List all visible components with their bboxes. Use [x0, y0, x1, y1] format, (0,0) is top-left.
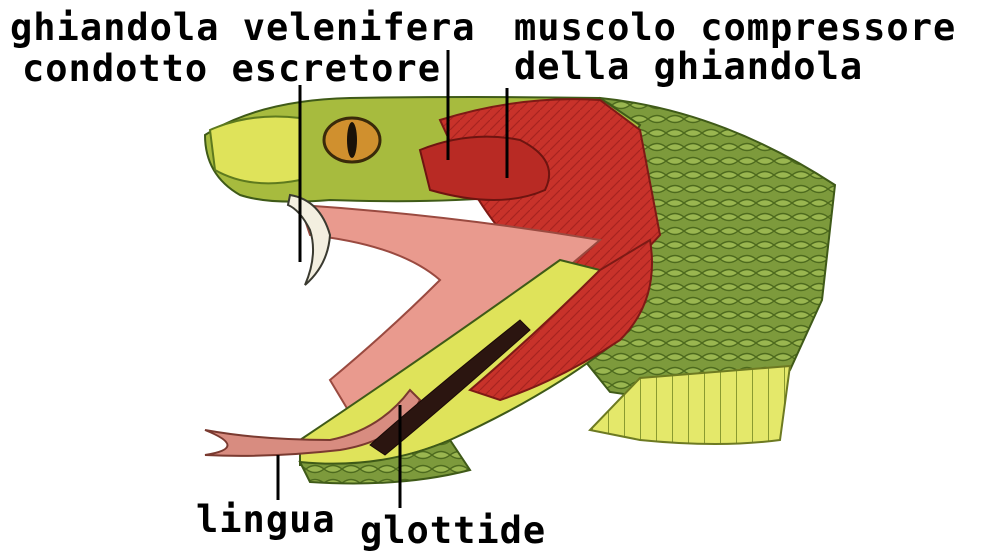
- label-compressor-muscle-line2: della ghiandola: [514, 48, 863, 85]
- venom-gland: [420, 137, 549, 200]
- label-excretory-duct: condotto escretore: [22, 50, 441, 87]
- label-tongue: lingua: [196, 501, 336, 538]
- label-glottis: glottide: [360, 512, 546, 549]
- eye-pupil: [347, 122, 357, 158]
- label-compressor-muscle-line1: muscolo compressore: [514, 9, 956, 46]
- snout-scales: [210, 117, 300, 184]
- label-venom-gland: ghiandola velenifera: [10, 9, 476, 46]
